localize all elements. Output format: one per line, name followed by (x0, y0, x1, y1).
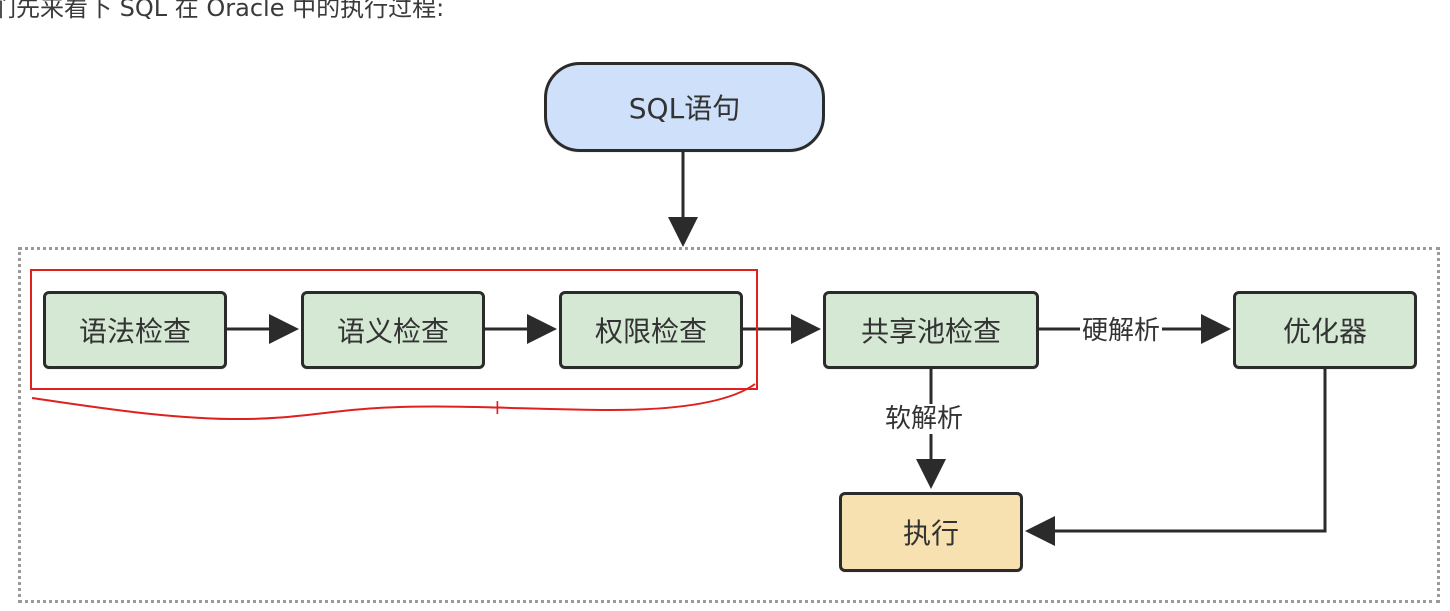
highlight-rectangle (30, 269, 758, 390)
process-container (18, 247, 1440, 603)
arrow-optimizer-to-execute (1025, 368, 1327, 546)
node-optimizer: 优化器 (1233, 291, 1417, 369)
node-execute: 执行 (839, 492, 1023, 572)
node-shared-pool-check: 共享池检查 (823, 291, 1039, 369)
label-hard-parse: 硬解析 (1080, 316, 1163, 346)
node-permission-check: 权限检查 (559, 291, 743, 369)
node-syntax-check: 语法检查 (43, 291, 227, 369)
caption-text: 们先来看下 SQL 在 Oracle 中的执行过程: (0, 0, 445, 22)
node-sql-statement: SQL语句 (544, 62, 825, 152)
node-semantic-check: 语义检查 (301, 291, 485, 369)
label-soft-parse: 软解析 (883, 404, 966, 434)
hand-drawn-underline (31, 383, 756, 421)
annotation-plus-mark: + (489, 395, 506, 419)
